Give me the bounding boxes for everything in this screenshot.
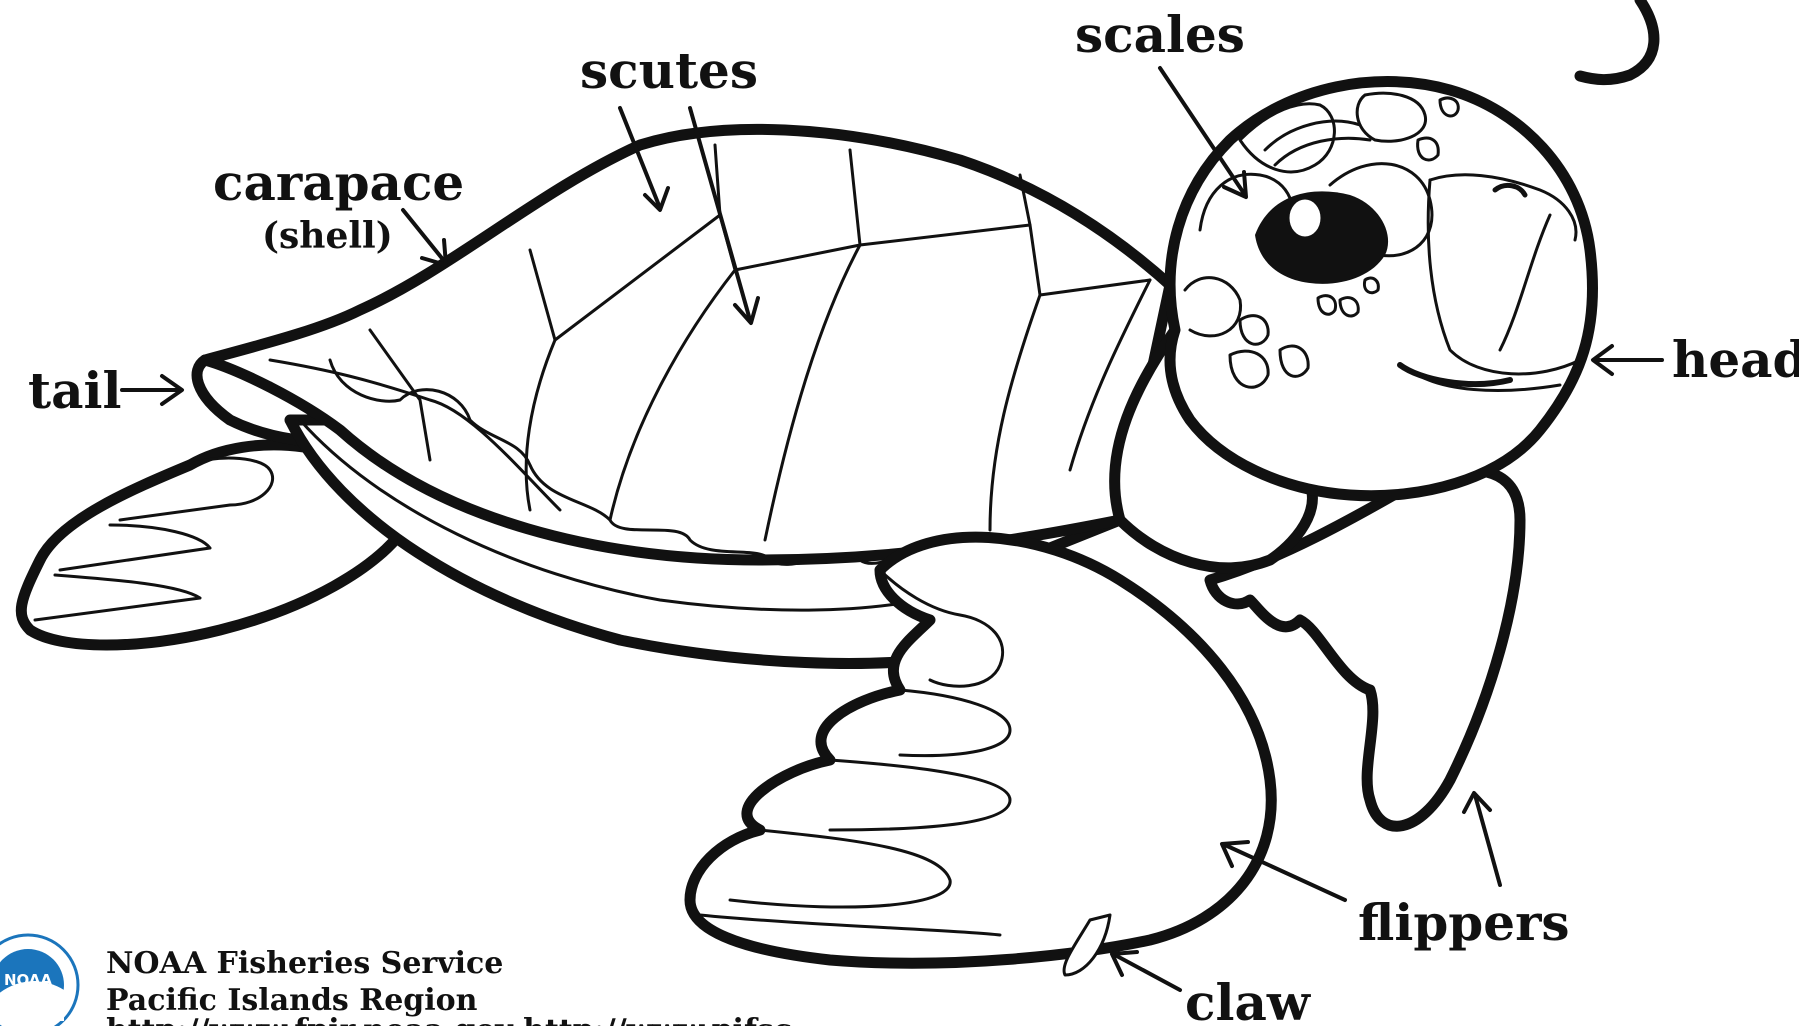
svg-text:tail: tail [28,361,121,420]
noaa-logo-text: NOAA [4,971,53,989]
svg-text:claw: claw [1185,973,1312,1026]
noaa-logo: NOAA [0,935,78,1026]
svg-text:scales: scales [1075,5,1245,64]
label-tail: tail [28,361,182,420]
svg-text:(shell): (shell) [262,215,393,257]
svg-text:head: head [1672,330,1799,389]
label-claw: claw [1112,952,1312,1026]
turtle-illustration [21,0,1654,975]
svg-text:carapace: carapace [213,153,464,212]
credit-org: NOAA Fisheries Service [106,946,503,981]
label-carapace: carapace (shell) [213,153,464,265]
label-head: head [1593,330,1799,389]
credit-url: http://www.fpir.noaa.gov http://www.pifs… [106,1013,792,1026]
svg-text:flippers: flippers [1358,893,1570,952]
svg-text:scutes: scutes [580,41,758,100]
